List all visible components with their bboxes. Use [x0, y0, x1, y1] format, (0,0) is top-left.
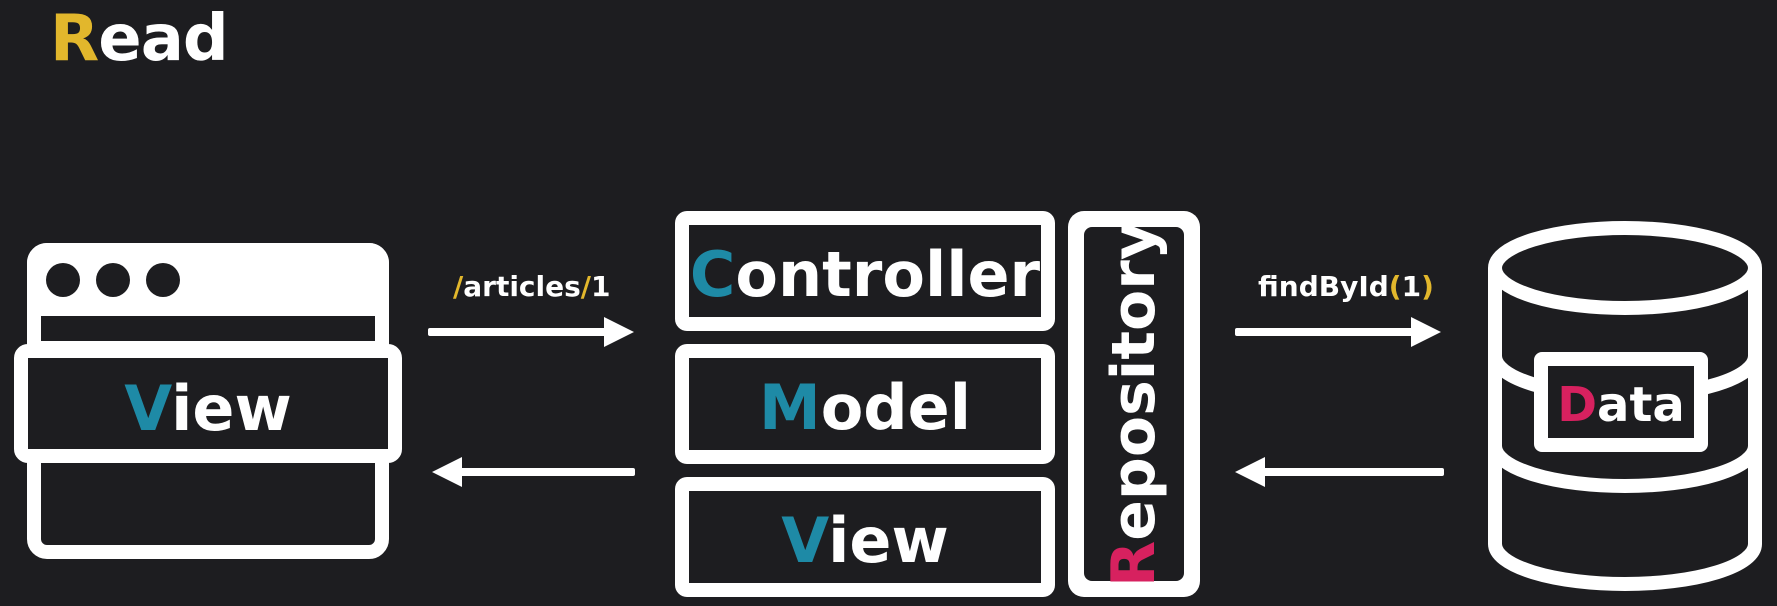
- window-dot-icon: [46, 263, 80, 297]
- data-label: Data: [1548, 377, 1694, 433]
- request-arrow-line: [428, 328, 608, 336]
- model-box: Model: [675, 344, 1055, 464]
- data-initial: D: [1557, 377, 1598, 433]
- request-slash: /: [580, 270, 592, 303]
- browser-titlebar: [27, 243, 389, 316]
- browser-view-label: View: [28, 372, 388, 445]
- controller-box: Controller: [675, 211, 1055, 331]
- request-path-label: /articles/1: [453, 270, 611, 303]
- repository-rest: epository: [1099, 221, 1169, 541]
- browser-view-rest: iew: [171, 372, 292, 445]
- mvc-view-rest: iew: [828, 504, 949, 577]
- repo-method-name: findById: [1258, 270, 1389, 303]
- database-band: [1488, 445, 1762, 493]
- controller-label: Controller: [689, 238, 1041, 311]
- controller-initial: C: [689, 238, 736, 311]
- request-slash: /: [453, 270, 464, 303]
- mvc-view-initial: V: [781, 504, 829, 577]
- arrow-right-icon: [1411, 317, 1441, 347]
- request-path: articles: [463, 270, 581, 303]
- model-initial: M: [759, 371, 821, 444]
- database-body: [1488, 268, 1762, 591]
- request-id: 1: [591, 270, 611, 303]
- controller-rest: ontroller: [735, 238, 1041, 311]
- data-rest: ata: [1597, 377, 1685, 433]
- mvc-view-label: View: [689, 504, 1041, 577]
- repository-initial: R: [1099, 540, 1169, 587]
- repo-method-paren: (: [1388, 270, 1402, 303]
- result-arrow-line: [1262, 468, 1444, 476]
- title-rest: ead: [98, 2, 228, 76]
- page-title: Read: [50, 2, 229, 76]
- arrow-left-icon: [432, 457, 462, 487]
- model-rest: odel: [820, 371, 971, 444]
- model-label: Model: [689, 371, 1041, 444]
- browser-view-initial: V: [124, 372, 172, 445]
- arrow-right-icon: [604, 317, 634, 347]
- mvc-view-box: View: [675, 477, 1055, 597]
- arrow-left-icon: [1235, 457, 1265, 487]
- repo-method-paren: ): [1421, 270, 1434, 303]
- query-arrow-line: [1235, 328, 1415, 336]
- window-dot-icon: [146, 263, 180, 297]
- repo-method-label: findById(1): [1258, 270, 1434, 303]
- database-top-rim: [1488, 221, 1762, 315]
- repo-method-arg: 1: [1401, 270, 1422, 303]
- data-box: Data: [1534, 352, 1708, 452]
- window-dot-icon: [96, 263, 130, 297]
- title-initial: R: [50, 2, 99, 76]
- browser-view-box: View: [14, 344, 402, 463]
- response-arrow-line: [460, 468, 635, 476]
